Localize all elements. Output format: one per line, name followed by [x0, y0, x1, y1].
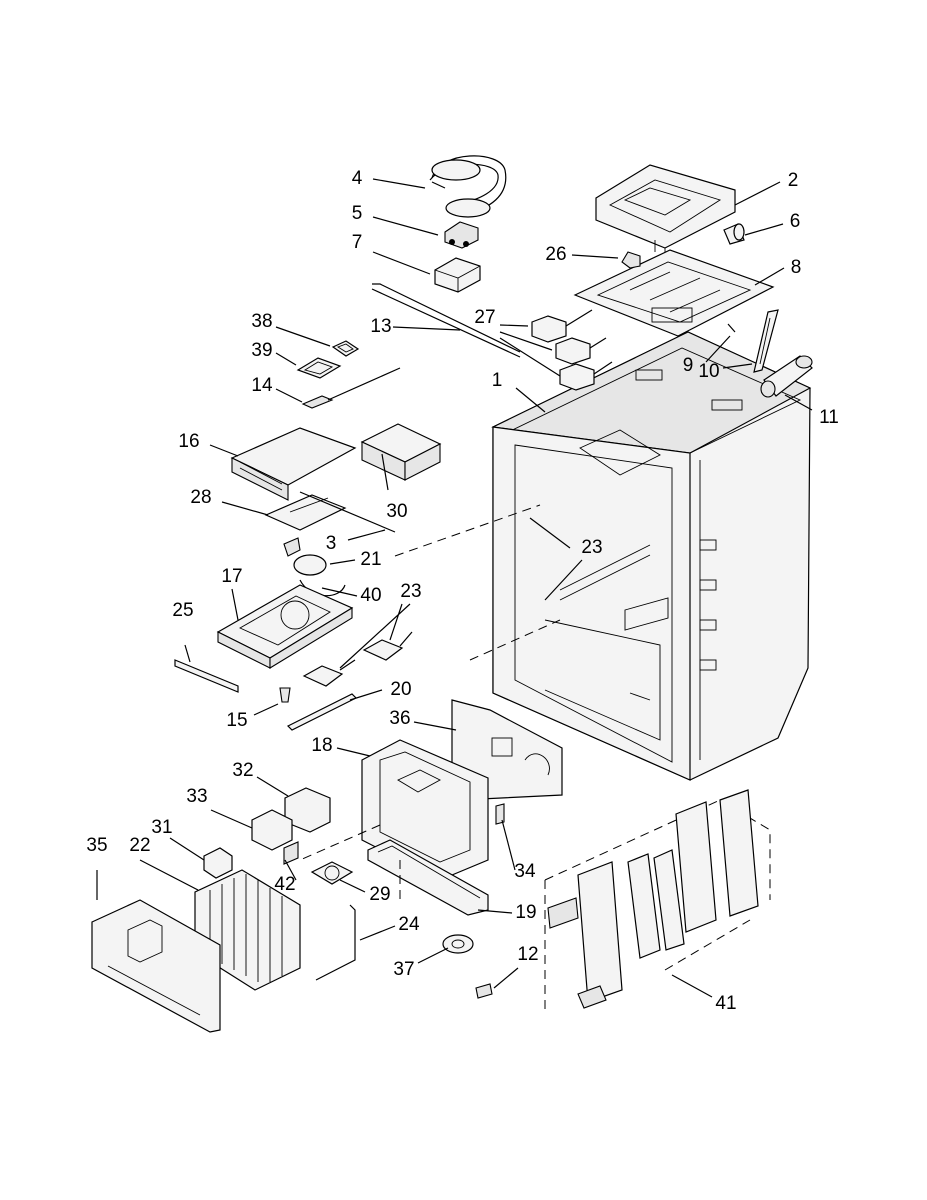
label-19: 19 — [515, 902, 536, 923]
label-17: 17 — [221, 566, 242, 587]
part-connector — [444, 221, 479, 249]
part-trim — [174, 659, 239, 693]
part-wire — [299, 491, 396, 533]
label-10: 10 — [698, 361, 719, 382]
label-15: 15 — [226, 710, 247, 731]
part-relay — [251, 809, 293, 851]
part-drain-tray — [367, 839, 489, 916]
label-30: 30 — [386, 501, 407, 522]
label-32: 32 — [232, 760, 253, 781]
label-3: 3 — [326, 533, 337, 554]
label-36: 36 — [389, 708, 410, 729]
part-liner — [491, 331, 812, 781]
label-42: 42 — [274, 874, 295, 895]
label-11: 11 — [819, 407, 839, 428]
callout-labels: 4 5 7 2 6 26 8 27 38 13 39 9 10 1 14 11 … — [86, 168, 838, 1014]
label-8: 8 — [791, 257, 802, 278]
part-fan-motor — [283, 537, 327, 576]
label-23-lower: 23 — [400, 581, 421, 602]
label-13: 13 — [370, 316, 391, 337]
part-clip-small — [475, 983, 493, 999]
label-14: 14 — [251, 375, 273, 396]
assembly-lines — [299, 504, 561, 900]
label-37: 37 — [393, 959, 414, 980]
part-control-box — [434, 257, 481, 293]
part-top-housing — [595, 164, 736, 258]
label-28: 28 — [190, 487, 211, 508]
part-gasket — [296, 357, 342, 379]
label-20: 20 — [390, 679, 411, 700]
label-41: 41 — [715, 993, 736, 1014]
label-21: 21 — [360, 549, 381, 570]
part-rod — [371, 283, 521, 358]
label-31: 31 — [151, 817, 172, 838]
part-access-cover — [91, 899, 221, 1033]
part-lamp-sockets — [531, 309, 613, 391]
part-grille — [544, 789, 771, 1010]
label-1: 1 — [492, 370, 503, 391]
label-12: 12 — [517, 944, 538, 965]
label-22: 22 — [129, 835, 150, 856]
label-26: 26 — [545, 244, 566, 265]
part-rail — [753, 309, 779, 373]
part-grommet — [442, 934, 474, 954]
part-label — [283, 841, 299, 865]
part-gasket-small — [331, 340, 360, 357]
part-cover — [360, 423, 442, 481]
label-5: 5 — [352, 203, 363, 224]
label-16: 16 — [178, 431, 199, 452]
label-38: 38 — [251, 311, 272, 332]
label-27: 27 — [474, 307, 495, 328]
label-6: 6 — [790, 211, 801, 232]
label-29: 29 — [369, 884, 390, 905]
part-fan — [310, 861, 354, 885]
part-heater — [315, 904, 356, 981]
part-control-board — [230, 427, 357, 501]
part-screw — [279, 687, 291, 703]
part-tray — [573, 249, 775, 337]
label-40: 40 — [360, 585, 381, 606]
leader-lines — [96, 178, 813, 998]
label-24: 24 — [398, 914, 420, 935]
part-strip — [286, 693, 358, 731]
label-4: 4 — [352, 168, 363, 189]
label-39: 39 — [251, 340, 272, 361]
label-9: 9 — [683, 355, 694, 376]
label-2: 2 — [788, 170, 799, 191]
label-18: 18 — [311, 735, 332, 756]
part-bracket — [495, 803, 505, 825]
part-light-sockets — [302, 631, 413, 687]
label-25: 25 — [172, 600, 193, 621]
label-7: 7 — [352, 232, 363, 253]
label-34: 34 — [514, 861, 536, 882]
part-board — [264, 494, 347, 531]
label-33: 33 — [186, 786, 207, 807]
part-fitting — [723, 223, 745, 245]
part-sensor — [301, 367, 401, 409]
part-capacitor — [203, 847, 233, 879]
label-35: 35 — [86, 835, 107, 856]
label-23-upper: 23 — [581, 537, 602, 558]
part-filter — [760, 355, 813, 398]
part-fan-housing — [216, 584, 354, 669]
part-pin — [727, 323, 736, 333]
part-clip — [621, 251, 641, 269]
part-wire-harness — [429, 155, 507, 218]
